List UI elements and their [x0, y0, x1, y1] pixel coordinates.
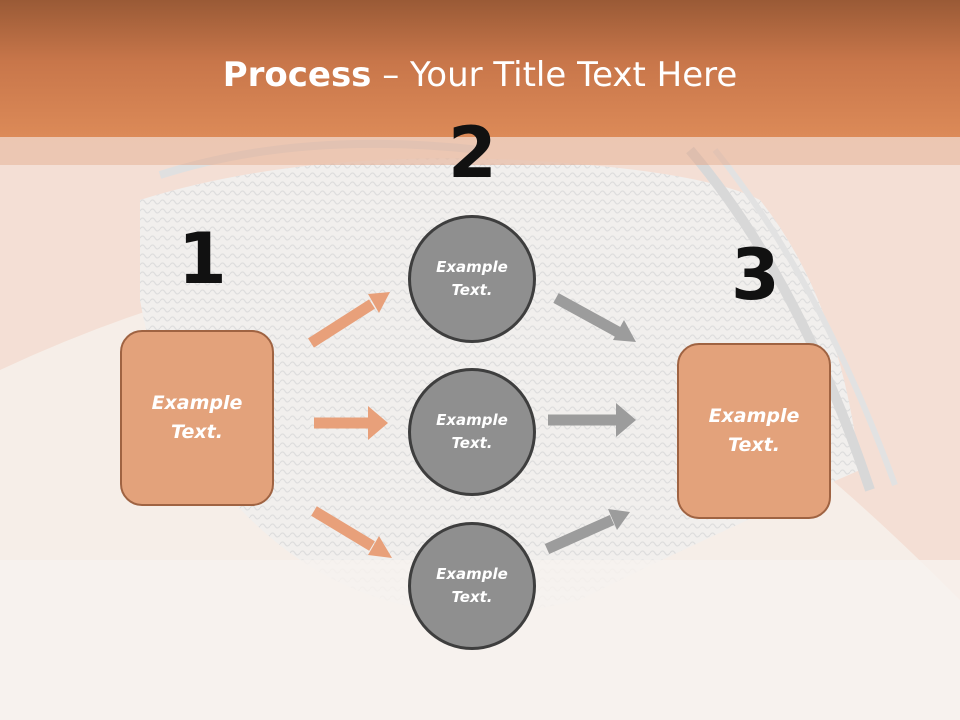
arrow-left-down	[311, 506, 392, 558]
right-box-line1: Example	[708, 405, 800, 427]
left-box-line1: Example	[151, 392, 243, 414]
left-text-box[interactable]: Example Text.	[120, 330, 274, 506]
title-bar	[0, 0, 960, 137]
title-bold: Process	[222, 55, 372, 95]
arrow-right-down	[553, 293, 636, 342]
circle-middle[interactable]: Example Text.	[408, 368, 536, 496]
circle-bottom-line2: Text.	[451, 588, 493, 606]
circle-middle-line1: Example	[436, 411, 508, 429]
title-rest: – Your Title Text Here	[371, 55, 738, 95]
circle-top[interactable]: Example Text.	[408, 215, 536, 343]
slide-title[interactable]: Process – Your Title Text Here	[0, 52, 960, 98]
circle-middle-line2: Text.	[451, 434, 493, 452]
arrow-left-middle	[314, 406, 388, 440]
right-box-line2: Text.	[728, 434, 780, 456]
step-number-1: 1	[178, 218, 227, 300]
step-number-3: 3	[731, 234, 780, 316]
arrow-right-up	[544, 509, 630, 555]
circle-bottom[interactable]: Example Text.	[408, 522, 536, 650]
title-bar-band	[0, 137, 960, 165]
step-number-2: 2	[448, 112, 497, 194]
arrow-left-up	[308, 292, 390, 348]
circle-top-line1: Example	[436, 258, 508, 276]
left-box-line2: Text.	[171, 421, 223, 443]
arrow-right-middle	[548, 403, 636, 437]
right-text-box[interactable]: Example Text.	[677, 343, 831, 519]
circle-bottom-line1: Example	[436, 565, 508, 583]
circle-top-line2: Text.	[451, 281, 493, 299]
